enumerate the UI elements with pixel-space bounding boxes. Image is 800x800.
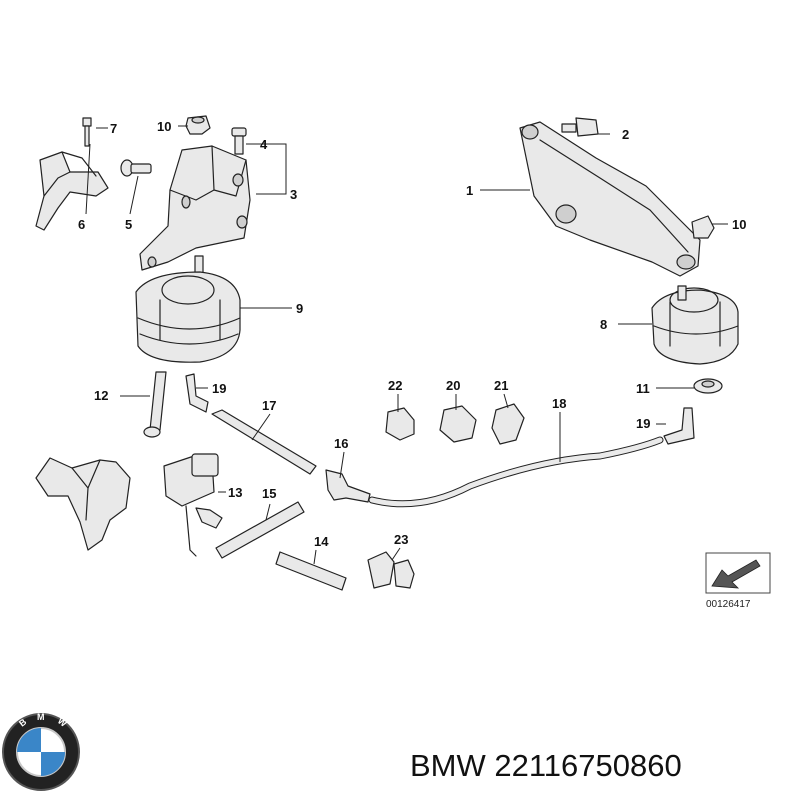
part-8-engine-mount <box>651 285 739 365</box>
callout-4: 4 <box>260 137 268 152</box>
callout-labels: 7 10 4 3 6 5 9 12 19 17 13 15 14 16 18 1… <box>78 119 746 549</box>
callout-17: 17 <box>262 398 276 413</box>
part-9-engine-mount <box>135 255 241 363</box>
callout-12: 12 <box>94 388 108 403</box>
callout-14: 14 <box>314 534 329 549</box>
callout-10-right: 10 <box>732 217 746 232</box>
part-5-bolt <box>120 159 152 177</box>
callout-23: 23 <box>394 532 408 547</box>
part-16-tee <box>325 469 371 503</box>
reference-box: 00126417 <box>705 552 771 610</box>
part-18-hose <box>368 436 664 508</box>
callout-8: 8 <box>600 317 607 332</box>
callout-21: 21 <box>494 378 508 393</box>
callout-6: 6 <box>78 217 85 232</box>
part-10-nut-right <box>691 215 715 239</box>
reference-number: 00126417 <box>706 599 751 610</box>
part-4-bolt <box>231 127 247 155</box>
callout-9: 9 <box>296 301 303 316</box>
callout-10-left: 10 <box>157 119 171 134</box>
part-22-clip <box>385 407 415 441</box>
callout-22: 22 <box>388 378 402 393</box>
callout-19-left: 19 <box>212 381 226 396</box>
part-2-bolt <box>561 117 599 137</box>
callout-2: 2 <box>622 127 629 142</box>
callout-7: 7 <box>110 121 117 136</box>
callout-18: 18 <box>552 396 566 411</box>
part-number-caption: BMW 22116750860 <box>410 748 682 783</box>
part-21-clip <box>491 403 525 445</box>
heat-shield <box>35 457 131 551</box>
part-6-bracket <box>35 151 109 231</box>
svg-text:M: M <box>37 712 45 722</box>
part-14-hose <box>275 551 347 591</box>
callout-19-right: 19 <box>636 416 650 431</box>
callout-5: 5 <box>125 217 132 232</box>
arrow-icon <box>711 559 761 589</box>
part-12-bolt <box>143 371 167 438</box>
part-10-nut-left <box>185 115 211 135</box>
part-20-clip <box>439 405 477 443</box>
part-3-bracket <box>139 145 251 271</box>
part-11-washer <box>693 378 723 394</box>
part-17-hose <box>211 409 317 475</box>
part-23-clips <box>367 551 415 589</box>
callout-15: 15 <box>262 486 276 501</box>
callout-13: 13 <box>228 485 242 500</box>
callout-16: 16 <box>334 436 348 451</box>
callout-1: 1 <box>466 183 473 198</box>
part-7-bolt <box>82 117 92 147</box>
bmw-logo: B M W <box>2 712 80 791</box>
part-15-hose <box>215 501 305 559</box>
callout-3: 3 <box>290 187 297 202</box>
svg-text:B: B <box>17 716 29 728</box>
part-19-elbow-right <box>663 407 695 445</box>
leader-lines <box>85 125 728 565</box>
callout-20: 20 <box>446 378 460 393</box>
callout-11: 11 <box>636 381 650 396</box>
part-1-arm-bracket <box>519 121 701 277</box>
part-13-valve <box>163 453 223 557</box>
part-19-elbow-left <box>185 373 209 413</box>
